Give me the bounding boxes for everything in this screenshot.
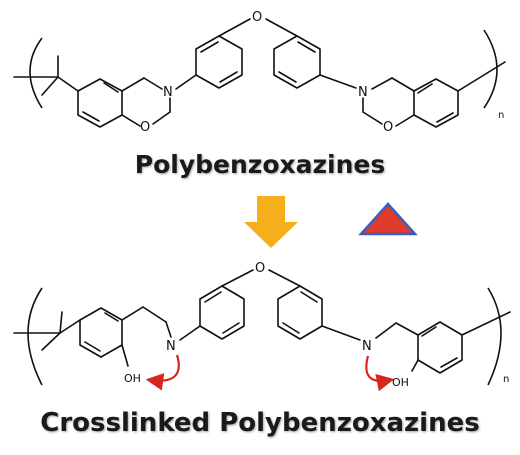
electron-arrow-left bbox=[145, 354, 180, 391]
repeat-n-bottom: n bbox=[503, 374, 509, 385]
n-right-atom: N bbox=[358, 85, 368, 100]
polymer-structure: N OH O N OH bbox=[13, 261, 511, 392]
down-arrow-icon bbox=[244, 196, 298, 248]
monomer-title: Polybenzoxazines bbox=[134, 150, 386, 179]
oh-right: OH bbox=[392, 376, 409, 389]
o-bridge-atom-bottom: O bbox=[255, 261, 265, 276]
o-bridge-atom: O bbox=[252, 10, 262, 25]
oh-left: OH bbox=[124, 372, 141, 385]
triangle-heat-icon bbox=[358, 202, 418, 236]
left-bracket-bottom bbox=[27, 287, 43, 386]
monomer-structure: N O O N O n bbox=[13, 10, 506, 135]
right-bracket bbox=[483, 29, 498, 109]
repeat-n-top: n bbox=[498, 110, 504, 121]
n-left-atom: N bbox=[163, 85, 173, 100]
o-left-atom: O bbox=[140, 120, 150, 135]
o-right-atom: O bbox=[383, 120, 393, 135]
n-right-atom-bottom: N bbox=[362, 339, 372, 354]
n-left-atom-bottom: N bbox=[166, 339, 176, 354]
left-bracket bbox=[29, 37, 43, 109]
right-bracket-bottom bbox=[487, 287, 502, 386]
polymer-title: Crosslinked Polybenzoxazines bbox=[40, 408, 480, 438]
electron-arrow-right bbox=[365, 355, 395, 392]
